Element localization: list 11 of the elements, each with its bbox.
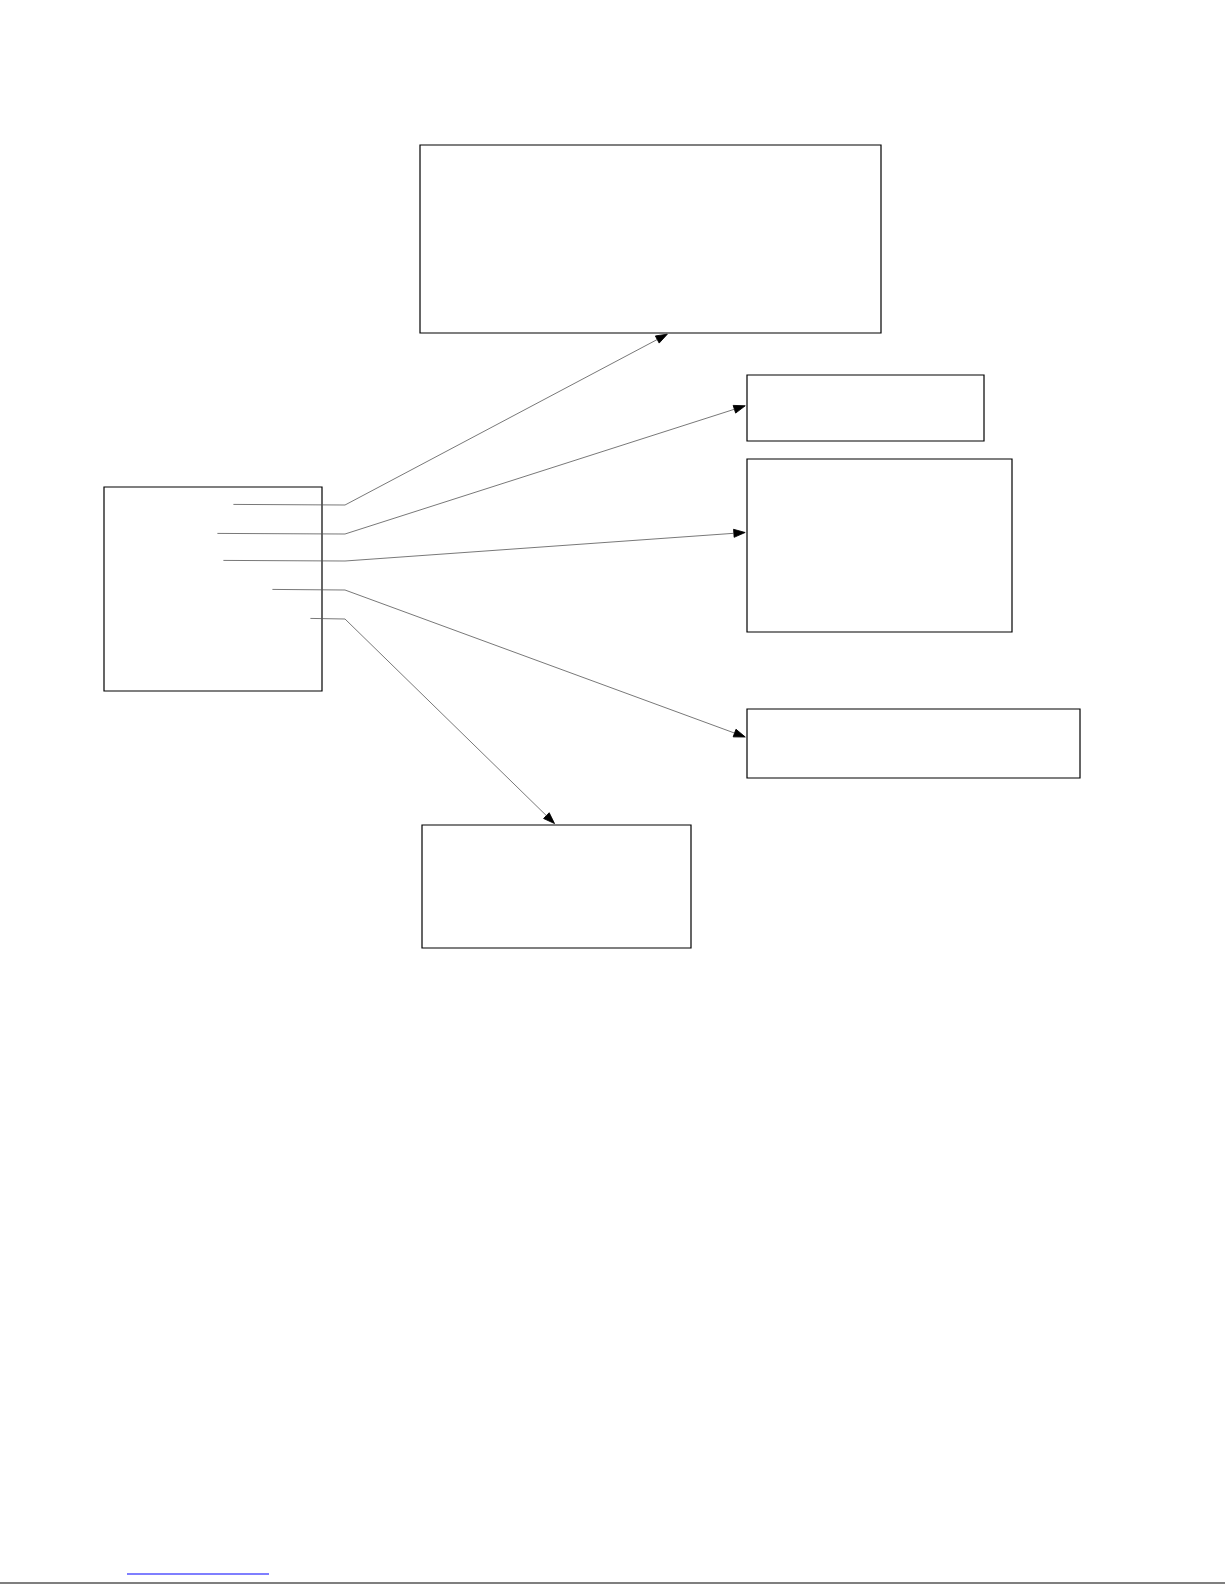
arrow (223, 528, 746, 562)
blank-box (746, 458, 1013, 633)
arrow (217, 405, 746, 535)
blank-box (419, 144, 882, 334)
blank-box (746, 708, 1081, 779)
arrow (233, 333, 668, 506)
arrow (272, 589, 746, 738)
blank-box (103, 486, 323, 692)
blank-box (746, 374, 985, 442)
blank-box (421, 824, 692, 949)
arrow (310, 618, 555, 824)
